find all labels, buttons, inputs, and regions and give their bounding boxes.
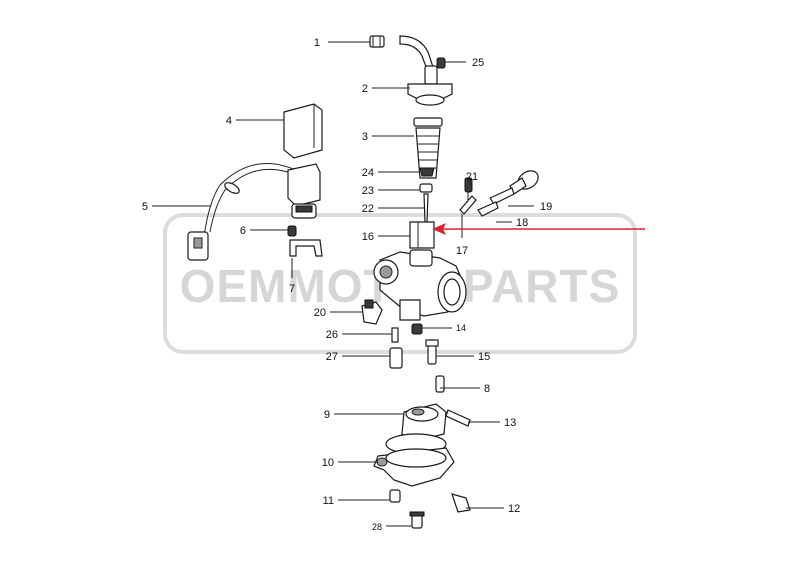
callout-16: 16: [362, 231, 374, 243]
callout-10: 10: [322, 457, 334, 469]
part-18-screw: [477, 201, 499, 217]
part-22-needle: [423, 193, 429, 223]
part-26-screw: [391, 327, 399, 343]
callout-25: 25: [472, 57, 484, 69]
highlight-arrow: [432, 223, 645, 235]
part-choke-body: [287, 163, 321, 219]
callout-7: 7: [289, 283, 295, 295]
callout-15: 15: [478, 351, 490, 363]
callout-4: 4: [226, 115, 232, 127]
part-28-screw: [409, 511, 425, 529]
callout-14: 14: [456, 323, 466, 333]
part-17-jet: [459, 195, 477, 215]
callout-22: 22: [362, 203, 374, 215]
callout-9: 9: [324, 409, 330, 421]
callout-24: 24: [362, 167, 374, 179]
part-20-lever: [361, 299, 383, 325]
callout-11: 11: [323, 495, 334, 507]
callout-13: 13: [504, 417, 516, 429]
part-16-slide: [409, 221, 435, 249]
callout-21: 21: [466, 171, 478, 183]
parts: [187, 35, 539, 529]
part-14-clip: [411, 323, 423, 335]
callout-12: 12: [508, 503, 520, 515]
callout-28: 28: [372, 522, 382, 532]
part-24-clip: [419, 167, 435, 177]
carburetor-body: [373, 249, 467, 321]
part-7-bracket: [289, 239, 323, 257]
callout-23: 23: [362, 185, 374, 197]
part-12-screw: [451, 493, 471, 513]
callout-27: 27: [326, 351, 338, 363]
callout-26: 26: [326, 329, 338, 341]
highlight-arrow-head: [432, 223, 446, 235]
part-25-screw: [436, 57, 446, 69]
part-19-adjuster: [489, 170, 539, 205]
callout-18: 18: [516, 217, 528, 229]
part-13-pin: [445, 409, 471, 427]
callout-3: 3: [362, 131, 368, 143]
callout-labels: 1 2 3 4 5 6 7 8 9 10 11 12 13 14 15 16 1…: [142, 37, 552, 532]
callout-1: 1: [314, 37, 320, 49]
part-15-main-jet: [425, 339, 439, 365]
leader-lines: [152, 41, 534, 527]
part-11-screw: [389, 489, 401, 503]
callout-20: 20: [314, 307, 326, 319]
part-10-float-bowl: [373, 433, 455, 487]
part-3-spring: [413, 117, 443, 179]
part-4-choke-cap: [283, 103, 323, 159]
callout-2: 2: [362, 83, 368, 95]
callout-8: 8: [484, 383, 490, 395]
callout-17: 17: [456, 245, 468, 257]
part-27-jet-holder: [389, 347, 403, 369]
callout-6: 6: [240, 225, 246, 237]
part-5-choke-wire: [187, 163, 304, 261]
part-2-top-cap: [399, 35, 453, 106]
callout-5: 5: [142, 201, 148, 213]
part-23-retainer: [419, 183, 433, 193]
part-1-nut: [369, 35, 385, 48]
part-9-float: [401, 403, 447, 443]
part-8-jet: [435, 375, 445, 393]
part-6-screw: [287, 225, 297, 237]
callout-19: 19: [540, 201, 552, 213]
